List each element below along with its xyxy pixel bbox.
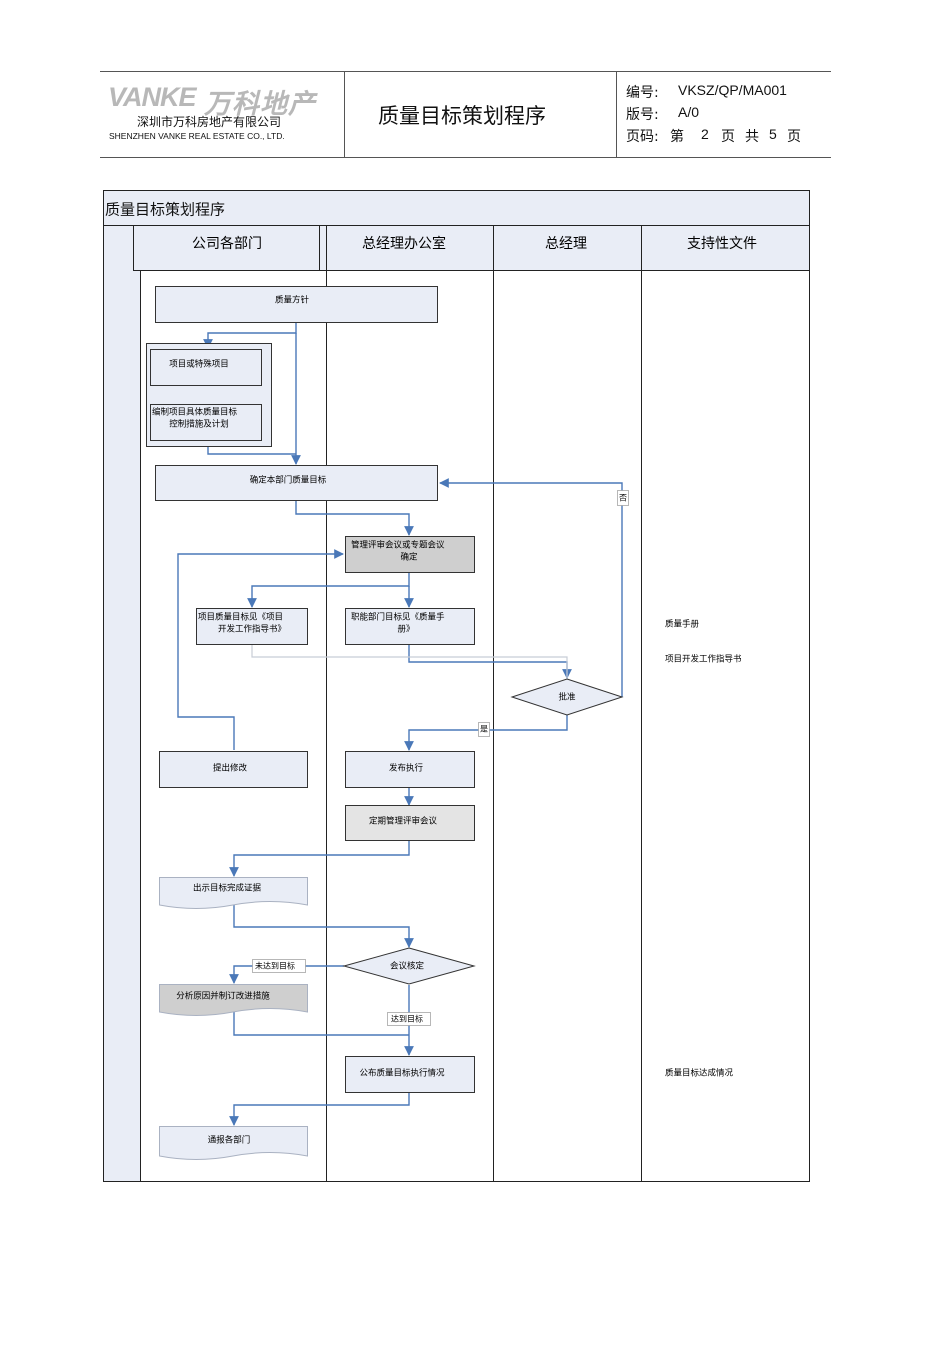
header-top-rule — [100, 71, 831, 72]
page-number: 2 — [701, 126, 709, 142]
support-doc-2: 项目开发工作指导书 — [665, 654, 742, 665]
no-label: 否 — [619, 494, 627, 503]
edge-15-16 — [229, 1092, 410, 1126]
version-value: A/0 — [678, 104, 700, 120]
company-logo: VANKE 万科地产 — [108, 82, 338, 119]
lane-left-strip — [103, 225, 141, 1182]
header-bottom-rule — [100, 157, 831, 158]
company-name-cn: 深圳市万科房地产有限公司 — [137, 115, 282, 129]
doc-title: 质量目标策划程序 — [378, 104, 546, 128]
edge-11-12 — [229, 840, 410, 877]
not-reached-label-box — [252, 959, 306, 973]
lane-title-1: 公司各部门 — [192, 236, 262, 252]
node-functional-goals-label-2: 册》 — [397, 625, 414, 635]
node-analyze-improve — [159, 984, 308, 1016]
code-value: VKSZ/QP/MA001 — [678, 82, 787, 98]
support-doc-1: 质量手册 — [665, 619, 700, 630]
edge-13-14 — [229, 965, 344, 984]
node-notify-depts-label: 通报各部门 — [208, 1135, 251, 1146]
lane-header-box-1 — [133, 225, 320, 271]
page-total: 5 — [769, 126, 777, 142]
node-evidence-doc-label: 出示目标完成证据 — [193, 883, 262, 894]
edge-9-5 — [177, 549, 344, 750]
support-doc-3: 质量目标达成情况 — [665, 1068, 734, 1079]
node-periodic-review — [345, 805, 475, 841]
page-label: 页码: — [626, 129, 659, 145]
reached-label: 达到目标 — [391, 1014, 423, 1024]
node-publish-status-label: 公布质量目标执行情况 — [359, 1068, 445, 1079]
node-periodic-review-label: 定期管理评审会议 — [369, 816, 438, 827]
node-project-goals — [150, 404, 262, 441]
node-functional-goals-label-1: 职能部门目标见《质量手 — [351, 612, 445, 623]
node-evidence-doc — [159, 877, 308, 909]
not-reached-label: 未达到目标 — [255, 961, 295, 971]
edge-1-2 — [203, 322, 297, 349]
header-divider-1 — [344, 71, 345, 158]
version-label: 版号: — [626, 107, 659, 123]
code-label: 编号: — [626, 85, 659, 101]
node-project-goals-label-1: 编制项目具体质量目标 — [152, 407, 238, 418]
lane-title-2: 总经理办公室 — [362, 235, 446, 252]
page-di: 第 — [670, 129, 684, 145]
node-approve-diamond — [510, 678, 624, 716]
edge-14-15 — [233, 1012, 409, 1036]
node-dept-goals-label: 确定本部门质量目标 — [250, 475, 327, 486]
node-project-quality-goals-label-2: 开发工作指导书》 — [218, 624, 286, 635]
no-label-box — [617, 490, 629, 506]
node-meeting-check-diamond — [342, 947, 476, 985]
node-propose-change — [159, 751, 308, 788]
node-quality-policy-label: 质量方针 — [275, 295, 310, 306]
page-gong: 共 — [745, 129, 759, 145]
node-quality-policy — [155, 286, 438, 323]
node-review-meeting — [345, 536, 475, 573]
node-review-meeting-label-1: 管理评审会议或专题会议 — [351, 540, 445, 551]
edge-12-13 — [233, 905, 414, 948]
page-ye: 页 — [721, 129, 735, 145]
node-analyze-improve-label: 分析原因并制订改进措施 — [176, 991, 270, 1002]
connector-group — [177, 322, 623, 1126]
node-dept-goals — [155, 465, 438, 501]
diagram-frame — [103, 190, 810, 1182]
edge-8-4-no — [439, 478, 623, 697]
node-review-meeting-label-2: 确定 — [400, 552, 418, 563]
node-propose-change-label: 提出修改 — [213, 763, 248, 774]
logo-cn-text: 万科地产 — [204, 89, 316, 119]
edge-6-8 — [251, 645, 568, 678]
node-special-project — [150, 349, 262, 386]
edge-4-5 — [295, 501, 414, 536]
node-publish-execute — [345, 751, 475, 788]
edge-5-6 — [247, 573, 410, 608]
yes-label: 是 — [480, 725, 488, 734]
node-functional-goals — [345, 608, 475, 645]
node-approve-label: 批准 — [558, 692, 576, 703]
node-publish-execute-label: 发布执行 — [389, 763, 424, 774]
reached-label-box — [387, 1012, 431, 1026]
node-project-quality-goals — [196, 608, 308, 645]
diagram-title-bar — [103, 190, 810, 226]
yes-label-box — [478, 722, 490, 737]
node-publish-status — [345, 1056, 475, 1093]
logo-brand-text: VANKE — [108, 82, 197, 112]
node-project-quality-goals-label-1: 项目质量目标见《项目 — [198, 612, 283, 623]
node-meeting-check-label: 会议核定 — [390, 961, 425, 972]
company-name-en: SHENZHEN VANKE REAL ESTATE CO., LTD. — [109, 131, 285, 141]
diagram-title: 质量目标策划程序 — [105, 201, 225, 219]
node-project-goals-label-2: 控制措施及计划 — [169, 419, 229, 430]
node-notify-depts — [159, 1126, 308, 1160]
node-special-project-label: 项目或特殊项目 — [169, 359, 229, 370]
header-divider-2 — [616, 71, 617, 158]
lane-title-4: 支持性文件 — [687, 236, 757, 252]
page-ye2: 页 — [787, 129, 801, 145]
lane-title-3: 总经理 — [545, 236, 587, 252]
